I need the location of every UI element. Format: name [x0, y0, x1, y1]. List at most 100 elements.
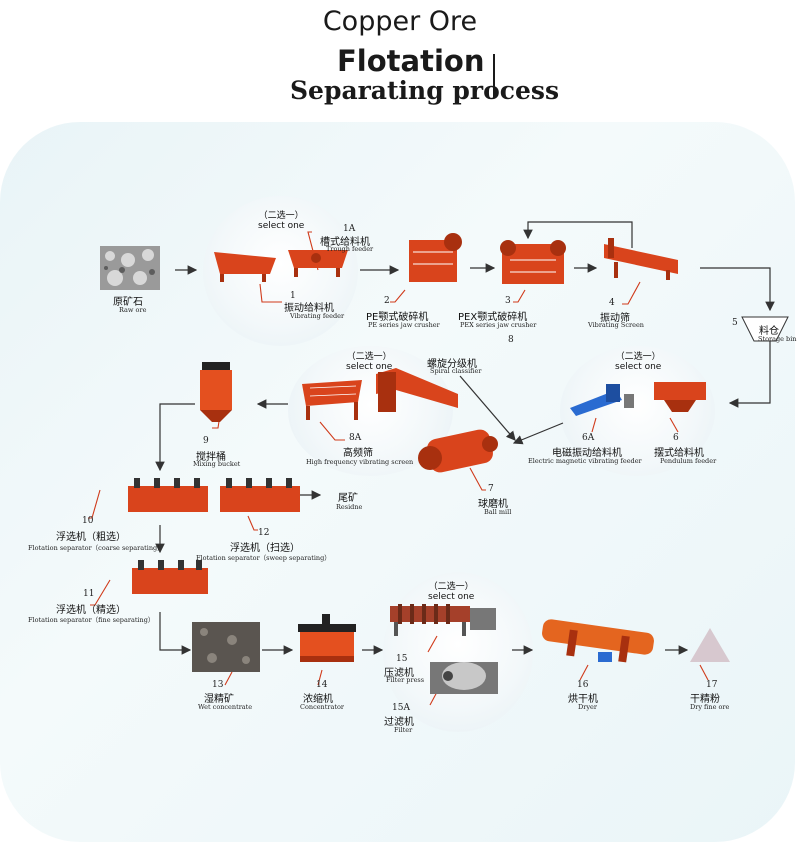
residue-cn: 尾矿: [338, 493, 358, 504]
step-9-num: 9: [203, 436, 209, 446]
step-13-cn: 湿精矿: [204, 694, 234, 705]
vibrating-feeder-image: [214, 252, 276, 282]
raw-ore-image: [100, 246, 160, 290]
dryer-image: [542, 619, 654, 663]
title-line-1: Copper Ore: [322, 6, 478, 37]
step-6a-num: 6A: [582, 433, 595, 443]
select-one-filter: （二选一）select one: [428, 582, 475, 602]
spiral-classifier-image: [376, 368, 458, 412]
bubble-filter-choice: [383, 572, 533, 732]
spiral-classifier-en: Spiral classifier: [430, 367, 482, 375]
step-15a-num: 15A: [392, 703, 410, 713]
step-7-num: 7: [488, 484, 494, 494]
step-15-num: 15: [396, 654, 408, 664]
step-6-num: 6: [673, 433, 679, 443]
diagram-panel: [0, 122, 795, 842]
high-frequency-screen-image: [302, 380, 362, 420]
mixing-bucket-image: [200, 362, 232, 422]
step-8a-num: 8A: [349, 433, 362, 443]
step-8a-en: High frequency vibrating screen: [306, 458, 414, 466]
step-2-en: PE series jaw crusher: [368, 321, 440, 329]
step-5-num: 5: [732, 318, 738, 328]
arrow-bin-to-feeder: [728, 340, 771, 408]
step-6-en: Pendulum feeder: [660, 457, 717, 465]
step-5-cn: 料仓: [759, 326, 779, 337]
step-12-num: 12: [258, 528, 270, 538]
spiral-classifier-cn: 螺旋分级机: [427, 359, 477, 370]
step-1-num: 1: [290, 291, 296, 301]
title-cursor-bar: [493, 54, 495, 98]
step-4-cn: 振动筛: [600, 313, 630, 324]
step-10-en: Flotation separator（coarse separating）: [28, 544, 164, 552]
step-8a-cn: 高频筛: [343, 448, 373, 459]
raw-ore-en: Raw ore: [119, 306, 147, 314]
step-16-cn: 烘干机: [568, 694, 598, 705]
step-1a-en: Trough feeder: [326, 245, 374, 253]
dry-fine-ore-image: [690, 628, 730, 662]
step-6a-en: Electric magnetic vibrating feeder: [528, 457, 642, 465]
step-16-num: 16: [577, 680, 589, 690]
step-2-cn: PE颚式破碎机: [366, 312, 429, 323]
step-14-cn: 浓缩机: [303, 694, 333, 705]
step-9-en: Mixing bucket: [193, 460, 241, 468]
step-17-cn: 干精粉: [690, 694, 720, 705]
flotation-coarse-image: [128, 478, 208, 512]
select-one-pendulum: （二选一）select one: [615, 352, 662, 372]
step-7-en: Ball mill: [484, 508, 512, 516]
step-12-cn: 浮选机（扫选）: [230, 543, 300, 554]
filter-press-image: [390, 604, 496, 636]
step-5-en: Storage bin: [758, 335, 797, 343]
arrow-fine-to-wet: [159, 612, 192, 655]
flotation-fine-image: [132, 560, 208, 594]
step-9-cn: 搅拌桶: [196, 452, 226, 463]
arrow-classifier-to-mill: [459, 375, 516, 441]
step-3-cn: PEX颚式破碎机: [458, 312, 528, 323]
step-11-cn: 浮选机（精选）: [56, 605, 126, 616]
pendulum-feeder-image: [654, 382, 706, 412]
step-4-en: Vibrating Screen: [588, 321, 644, 329]
filter-image: [430, 662, 498, 694]
title-line-2: Flotation: [337, 44, 485, 78]
ball-mill-image: [418, 429, 498, 473]
step-1a-num: 1A: [343, 224, 356, 234]
step-1-cn: 振动给料机: [284, 303, 334, 314]
step-7-cn: 球磨机: [478, 499, 508, 510]
arrow-screen-to-bin: [700, 267, 775, 312]
residue-en: Residne: [336, 503, 363, 511]
step-3-en: PEX series jaw crusher: [460, 321, 537, 329]
step-3-extra-num: 8: [508, 335, 514, 345]
select-one-feeder: （二选一）select one: [258, 211, 305, 231]
step-17-en: Dry fine ore: [690, 703, 730, 711]
trough-feeder-image: [288, 250, 348, 277]
step-15a-cn: 过滤机: [384, 717, 414, 728]
step-10-cn: 浮选机（粗选）: [56, 532, 126, 543]
electromagnetic-feeder-image: [570, 384, 634, 416]
step-1a-cn: 槽式给料机: [320, 237, 370, 248]
pex-jaw-crusher-image: [500, 240, 566, 284]
step-10-num: 10: [82, 516, 94, 526]
storage-bin-image: [741, 316, 789, 342]
step-11-en: Flotation separator（fine separating）: [28, 616, 155, 624]
step-13-num: 13: [212, 680, 224, 690]
step-14-num: 14: [316, 680, 328, 690]
step-12-en: Flotation separator（sweep separating）: [196, 554, 331, 562]
step-3-num: 3: [505, 296, 511, 306]
raw-ore-cn: 原矿石: [113, 297, 143, 308]
wet-concentrate-image: [192, 622, 260, 672]
step-6-cn: 摆式给料机: [654, 448, 704, 459]
step-1-en: Vibrating feeder: [290, 312, 345, 320]
step-17-num: 17: [706, 680, 718, 690]
pe-jaw-crusher-image: [409, 233, 462, 282]
title-line-3: Separating process: [290, 76, 560, 105]
step-13-en: Wet concentrate: [198, 703, 253, 711]
step-6a-cn: 电磁振动给料机: [552, 448, 622, 459]
step-15-en: Filter press: [386, 676, 425, 684]
step-16-en: Dryer: [578, 703, 597, 711]
step-11-num: 11: [83, 589, 95, 599]
step-4-num: 4: [609, 298, 615, 308]
step-2-num: 2: [384, 296, 390, 306]
arrow-feeder-to-mill: [512, 422, 564, 445]
select-one-classifier: （二选一）select one: [346, 352, 393, 372]
concentrator-image: [298, 614, 356, 662]
